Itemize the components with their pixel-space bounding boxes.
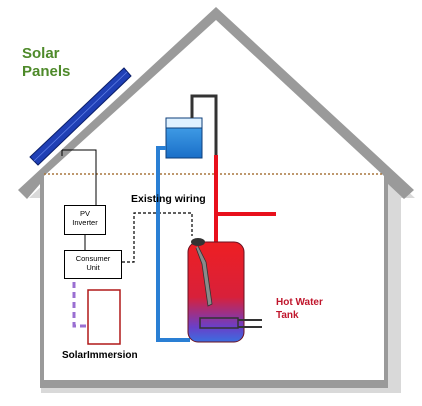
immersion-heater-cap [191,238,205,246]
solar-immersion-unit [87,289,121,345]
solar-panel [29,67,132,166]
existing-wiring-label: Existing wiring [131,193,206,205]
hot-water-tank [187,238,262,343]
pv-inverter-box: PV Inverter [64,205,106,235]
existing-wiring-line [122,212,193,263]
consumer-unit-line1: Consumer [75,254,111,263]
heat-coil [199,317,239,329]
hot-water-label-line1: Hot Water [276,297,323,308]
consumer-unit-line2: Unit [86,263,100,272]
immersion-element [195,245,213,307]
hot-water-label-line2: Tank [276,310,299,321]
panel-cable [62,149,97,205]
solar-label-line2: Panels [22,63,71,80]
solar-immersion-label: SolarImmersion [62,350,138,361]
solar-label-line1: Solar [22,45,60,62]
cold-feed-pipe [156,146,190,342]
consumer-unit-box: Consumer Unit [64,250,122,279]
immersion-link [72,282,88,328]
pv-inverter-line1: PV [79,209,90,218]
pv-inverter-line2: Inverter [72,218,98,227]
cold-water-cistern [165,117,203,159]
